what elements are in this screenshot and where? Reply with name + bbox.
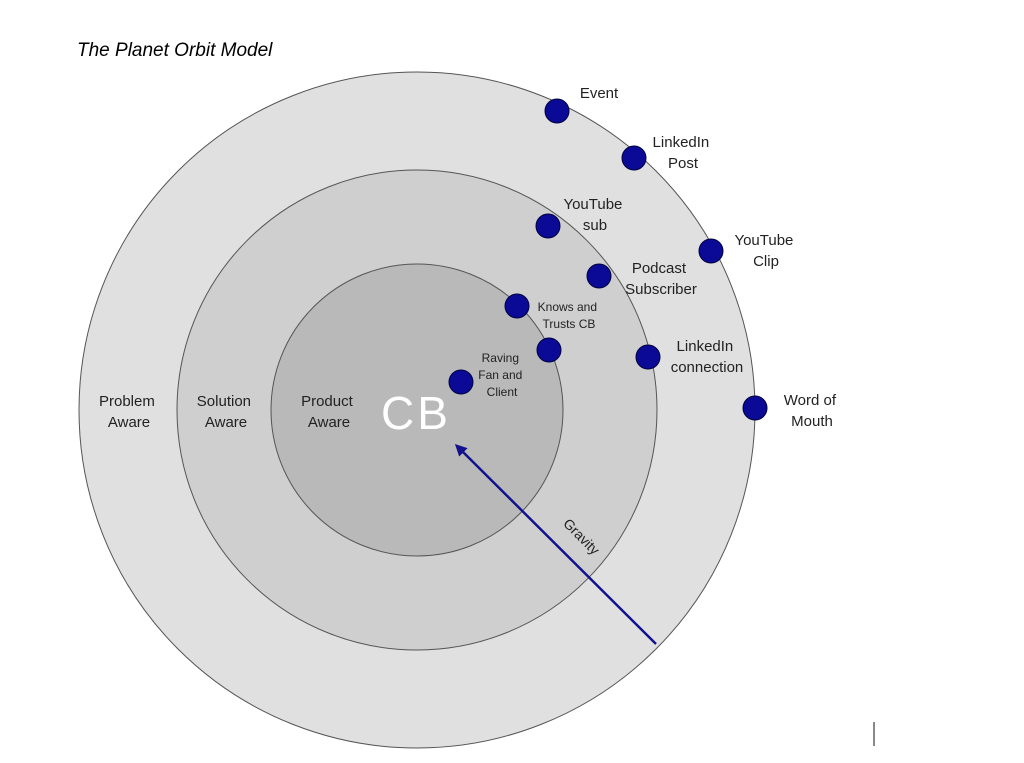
dot-podcast-subscriber bbox=[586, 263, 612, 289]
dot-youtube-sub bbox=[535, 213, 561, 239]
gravity-arrow bbox=[454, 443, 657, 645]
label-knows-and-trusts: Knows and Trusts CB bbox=[538, 300, 601, 331]
label-linkedin-post: LinkedIn Post bbox=[653, 134, 714, 172]
ring-label-product-aware: Product Aware bbox=[301, 393, 357, 431]
label-podcast-subscriber: Podcast Subscriber bbox=[625, 260, 697, 298]
dot-event bbox=[544, 98, 570, 124]
label-event: Event bbox=[580, 85, 619, 102]
label-linkedin-connection: LinkedIn connection bbox=[671, 338, 744, 376]
ring-label-problem-aware: Problem Aware bbox=[99, 393, 159, 431]
dot-youtube-clip bbox=[698, 238, 724, 264]
label-raving-fan: Raving Fan and Client bbox=[478, 351, 525, 399]
text-cursor bbox=[873, 722, 875, 746]
dot-linkedin-post bbox=[621, 145, 647, 171]
dot-linkedin-connection bbox=[635, 344, 661, 370]
ring-label-solution-aware: Solution Aware bbox=[197, 393, 255, 431]
dot-raving-fan bbox=[448, 369, 474, 395]
label-word-of-mouth: Word of Mouth bbox=[784, 392, 840, 430]
center-label-cb: CB bbox=[381, 387, 451, 439]
dot-raving-fan-mid bbox=[536, 337, 562, 363]
diagram-title: The Planet Orbit Model bbox=[77, 40, 273, 61]
dot-word-of-mouth bbox=[742, 395, 768, 421]
inner-ring bbox=[270, 263, 564, 557]
label-youtube-sub: YouTube sub bbox=[563, 196, 626, 234]
dot-knows-and-trusts bbox=[504, 293, 530, 319]
label-youtube-clip: YouTube Clip bbox=[734, 232, 797, 270]
